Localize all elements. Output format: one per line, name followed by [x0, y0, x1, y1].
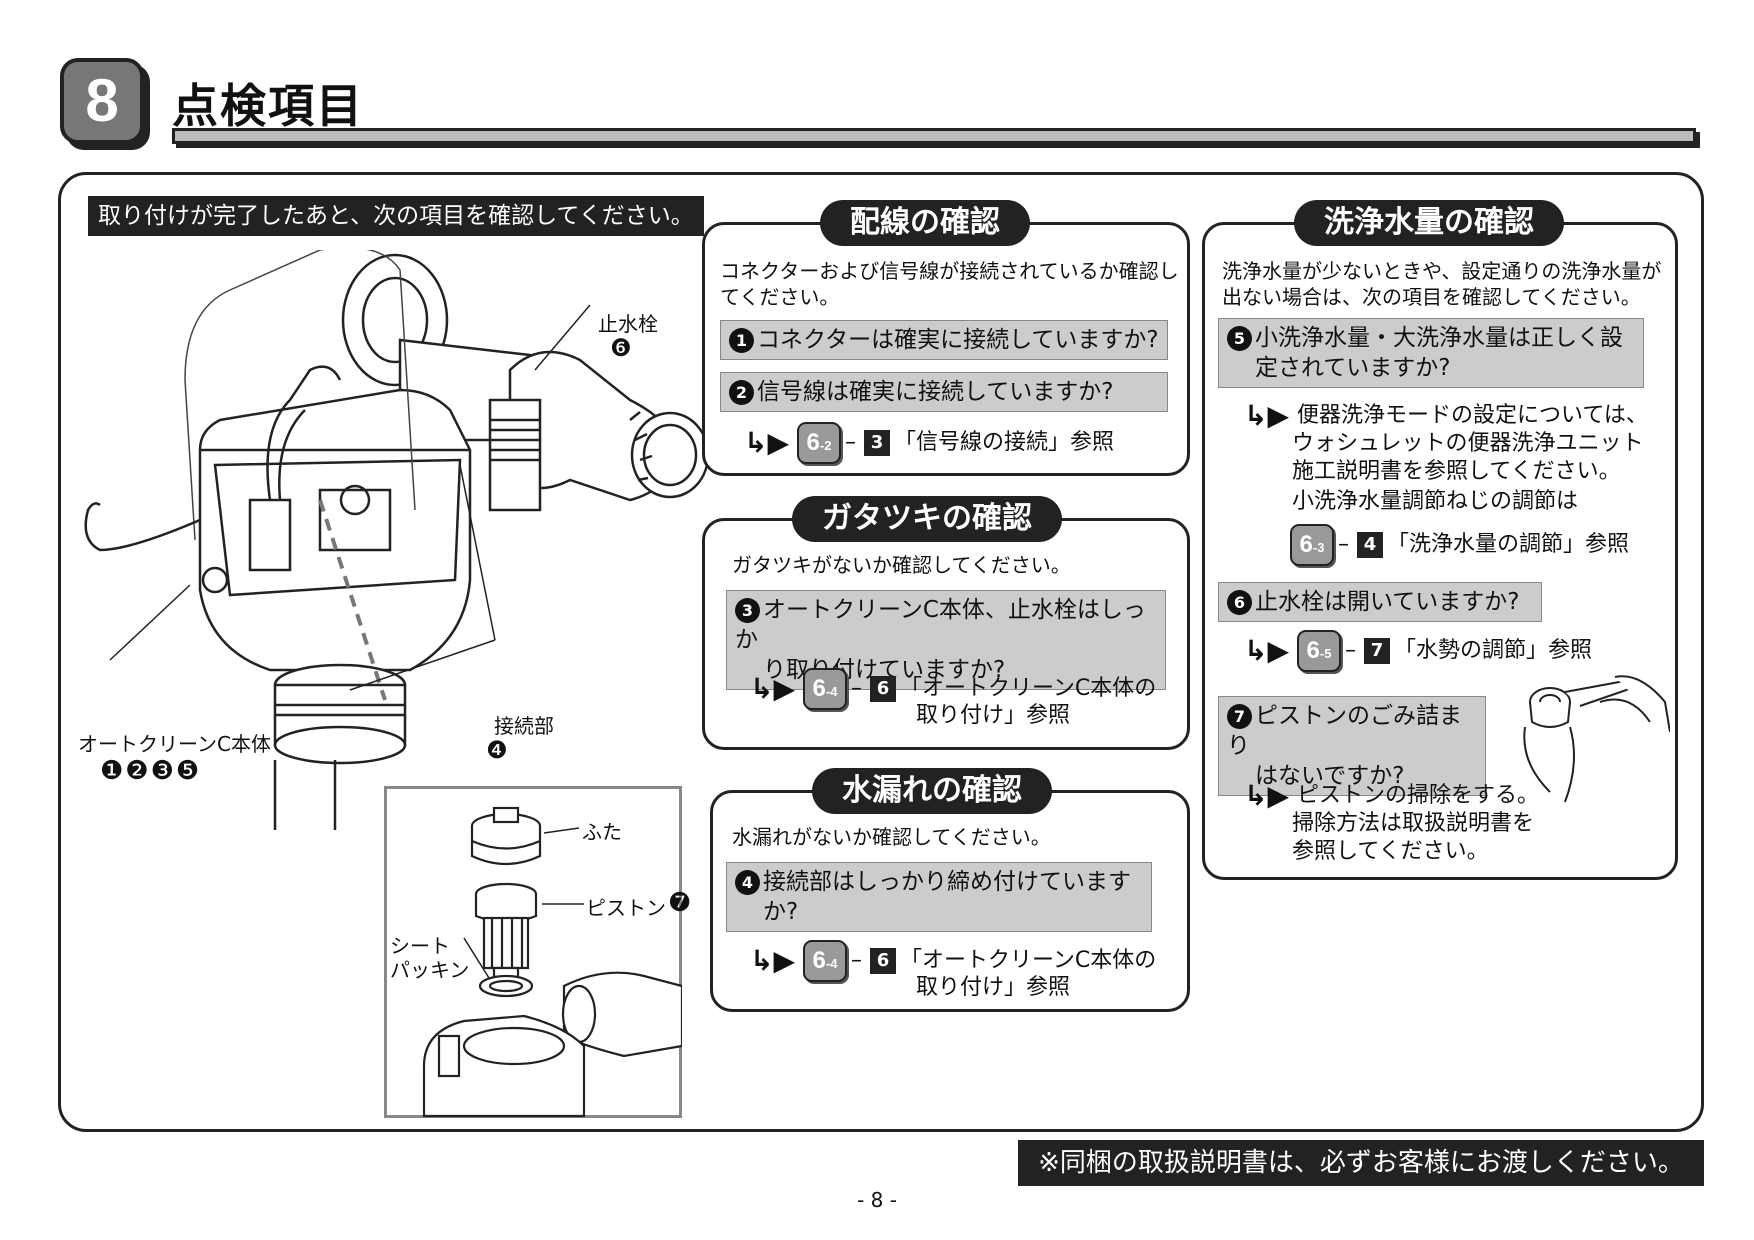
flush-ref5: 6-3–4「洗浄水量の調節」参照 — [1290, 524, 1629, 566]
dash: – — [1338, 532, 1349, 557]
arrow-right-icon: ↳▶ — [1244, 634, 1289, 667]
number-6-icon: 6 — [1227, 590, 1252, 615]
wiring-ref-text: 「信号線の接続」参照 — [894, 430, 1115, 455]
flush-volume-title: 洗浄水量の確認 — [1294, 200, 1564, 246]
dash: – — [851, 676, 862, 701]
title-rule — [172, 128, 1696, 144]
intro-banner: 取り付けが完了したあと、次の項目を確認してください。 — [88, 196, 704, 236]
label-piston-num: ❼ — [668, 888, 692, 918]
flush-a5-line1: 便器洗浄モードの設定については、 — [1297, 403, 1648, 428]
wiring-check-title: 配線の確認 — [820, 200, 1030, 246]
section-tag: 6-3 — [1290, 524, 1334, 566]
step-square: 4 — [1357, 532, 1383, 558]
arrow-right-icon: ↳▶ — [1244, 399, 1289, 432]
number-5-icon: 5 — [1227, 326, 1252, 351]
number-4-icon: 4 — [735, 870, 760, 895]
flush-q7-line1: ピストンのごみ詰まり — [1227, 703, 1462, 759]
rattle-reference: ↳▶6-4–6「オートクリーンC本体の — [750, 668, 1156, 710]
section-tag: 6-2 — [797, 422, 841, 464]
footer-note: ※同梱の取扱説明書は、必ずお客様にお渡しください。 — [1018, 1140, 1704, 1186]
arrow-right-icon: ↳▶ — [750, 944, 795, 977]
dash: – — [845, 430, 856, 455]
section-tag: 6-5 — [1297, 630, 1341, 672]
label-body: オートクリーンC本体 — [78, 732, 271, 756]
number-2-icon: 2 — [729, 380, 754, 405]
flush-a5: ↳▶ 便器洗浄モードの設定については、 — [1244, 402, 1648, 430]
flush-a7: ↳▶ ピストンの掃除をする。 — [1244, 782, 1539, 810]
leak-q4-line2: か? — [763, 899, 799, 925]
label-stop-valve-num: ❻ — [610, 334, 632, 362]
step-square: 7 — [1364, 638, 1390, 664]
section-tag: 6-4 — [803, 668, 847, 710]
flush-a7-line3: 参照してください。 — [1292, 839, 1489, 864]
step-square: 6 — [870, 948, 896, 974]
rattle-reference-line2: 取り付け」参照 — [916, 703, 1071, 728]
dash: – — [1345, 638, 1356, 663]
label-joint: 接続部 — [494, 714, 554, 738]
flush-q5-line2: 定されていますか? — [1255, 355, 1451, 381]
leak-check-desc: 水漏れがないか確認してください。 — [732, 825, 1051, 849]
wiring-q1-text: コネクターは確実に接続していますか? — [757, 327, 1159, 353]
label-joint-num: ❹ — [486, 736, 508, 764]
rattle-ref-text1: 「オートクリーンC本体の — [900, 676, 1157, 701]
label-piston: ピストン — [586, 896, 666, 920]
leak-reference: ↳▶6-4–6「オートクリーンC本体の — [750, 940, 1156, 982]
number-7-icon: 7 — [1227, 704, 1252, 729]
unit-illustration — [84, 250, 710, 830]
flush-a5-line4: 小洗浄水量調節ねじの調節は — [1292, 489, 1579, 514]
flush-q7-line2: はないですか? — [1255, 763, 1405, 789]
step-square: 6 — [870, 676, 896, 702]
arrow-right-icon: ↳▶ — [750, 672, 795, 705]
leak-reference-line2: 取り付け」参照 — [916, 975, 1071, 1000]
label-seat-packing-2: パッキン — [390, 958, 470, 982]
wiring-reference: ↳▶6-2–3「信号線の接続」参照 — [744, 422, 1114, 464]
label-cap: ふた — [582, 820, 622, 844]
page-number: - 8 - — [857, 1188, 897, 1212]
wiring-check-desc: コネクターおよび信号線が接続されているか確認してください。 — [720, 259, 1179, 309]
leak-ref-text1: 「オートクリーンC本体の — [900, 948, 1157, 973]
flush-ref5-text: 「洗浄水量の調節」参照 — [1387, 532, 1630, 557]
wiring-q2-text: 信号線は確実に接続していますか? — [757, 379, 1114, 405]
arrow-right-icon: ↳▶ — [1244, 779, 1289, 812]
label-seat-packing-1: シート — [390, 934, 450, 958]
step-square: 3 — [864, 430, 890, 456]
rattle-q3-line1: オートクリーンC本体、止水栓はしっか — [735, 597, 1146, 653]
number-1-icon: 1 — [729, 328, 754, 353]
leak-q4-line1: 接続部はしっかり締め付けています — [763, 869, 1131, 895]
flush-q6-text: 止水栓は開いていますか? — [1255, 589, 1520, 615]
flush-ref6-text: 「水勢の調節」参照 — [1394, 638, 1593, 663]
content-frame — [58, 172, 1704, 1132]
flush-a5-line3: 施工説明書を参照してください。 — [1292, 459, 1621, 484]
flush-ref6: ↳▶6-5–7「水勢の調節」参照 — [1244, 630, 1592, 672]
flush-a5-line2: ウォシュレットの便器洗浄ユニット — [1292, 431, 1644, 456]
label-body-nums: ❶❷❸❺ — [100, 756, 202, 786]
rattle-check-desc: ガタツキがないか確認してください。 — [732, 553, 1071, 577]
leak-check-title: 水漏れの確認 — [812, 768, 1052, 814]
rattle-check-title: ガタツキの確認 — [792, 496, 1062, 542]
page-title: 点検項目 — [172, 79, 364, 133]
arrow-right-icon: ↳▶ — [744, 426, 789, 459]
section-number-badge: 8 — [60, 58, 144, 144]
label-stop-valve: 止水栓 — [598, 312, 658, 336]
flush-q5-line1: 小洗浄水量・大洗浄水量は正しく設 — [1255, 325, 1623, 351]
flush-volume-desc: 洗浄水量が少ないときや、設定通りの洗浄水量が出ない場合は、次の項目を確認してくだ… — [1222, 259, 1662, 309]
dash: – — [851, 948, 862, 973]
flush-a7-line2: 掃除方法は取扱説明書を — [1292, 811, 1535, 836]
number-3-icon: 3 — [735, 598, 760, 623]
section-tag: 6-4 — [803, 940, 847, 982]
cleaning-hands-illustration — [1523, 675, 1670, 803]
piston-detail-illustration — [384, 786, 682, 1118]
flush-a7-line1: ピストンの掃除をする。 — [1297, 783, 1540, 808]
